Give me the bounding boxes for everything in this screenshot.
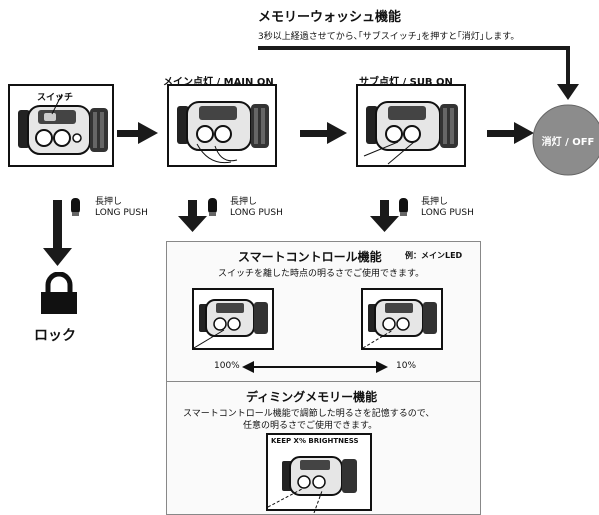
lock-label: ロック	[34, 328, 76, 344]
press-button-icon	[208, 198, 217, 216]
smart-control-title: スマートコントロール機能	[238, 250, 382, 264]
padlock-icon	[41, 272, 77, 314]
keep-brightness-label: KEEP X% BRIGHTNESS	[271, 437, 359, 445]
main-long-push: 長押し LONG PUSH	[230, 197, 283, 219]
long-push-en: LONG PUSH	[421, 208, 474, 218]
memory-wash-arrowhead	[557, 84, 579, 100]
press-button-icon	[71, 198, 80, 216]
brightness-low-value: 10%	[396, 361, 417, 371]
long-push-jp: 長押し	[421, 197, 449, 207]
off-state-circle	[532, 104, 599, 176]
headlamp-off	[8, 84, 114, 167]
long-push-en: LONG PUSH	[95, 208, 148, 218]
sub-long-push: 長押し LONG PUSH	[421, 197, 474, 219]
headlamp-main-on	[167, 84, 277, 167]
arrow-main-long-push	[178, 216, 207, 232]
brightness-range-arrow	[242, 361, 388, 373]
switch-label: スイッチ	[37, 93, 74, 103]
arrow-to-off	[514, 122, 534, 144]
dimming-memory-description-2: 任意の明るさでご使用できます。	[243, 421, 378, 431]
dimming-memory-description-1: スマートコントロール機能で調節した明るさを記憶するので、	[183, 409, 435, 419]
off-label: 消灯 / OFF	[541, 137, 595, 148]
long-push-jp: 長押し	[95, 197, 123, 207]
sub-on-label: サブ点灯 / SUB ON	[359, 77, 453, 88]
headlamp-sub-on	[356, 84, 466, 167]
smart-control-example: 例：メインLED	[405, 251, 463, 260]
headlamp-bright	[192, 288, 274, 350]
long-push-en: LONG PUSH	[230, 208, 283, 218]
headlamp-dim	[361, 288, 443, 350]
brightness-high-value: 100%	[214, 361, 240, 371]
main-on-label: メイン点灯 / MAIN ON	[163, 77, 274, 88]
arrow-sub-long-push	[370, 216, 399, 232]
headlamp-kept-brightness	[266, 433, 372, 513]
memory-wash-title: メモリーウォッシュ機能	[258, 10, 402, 25]
dimming-memory-title: ディミングメモリー機能	[246, 390, 378, 404]
long-push-jp: 長押し	[230, 197, 258, 207]
memory-wash-description: 3秒以上経過させてから､｢サブスイッチ｣を押すと｢消灯｣します。	[258, 32, 520, 42]
memory-wash-arrow	[258, 46, 570, 86]
panel-divider	[166, 381, 481, 382]
press-button-icon	[399, 198, 408, 216]
lock-long-push: 長押し LONG PUSH	[95, 197, 148, 219]
arrow-to-main	[138, 122, 158, 144]
arrow-to-lock	[43, 248, 72, 266]
arrow-to-sub	[327, 122, 347, 144]
smart-control-description: スイッチを離した時点の明るさでご使用できます。	[218, 269, 425, 279]
